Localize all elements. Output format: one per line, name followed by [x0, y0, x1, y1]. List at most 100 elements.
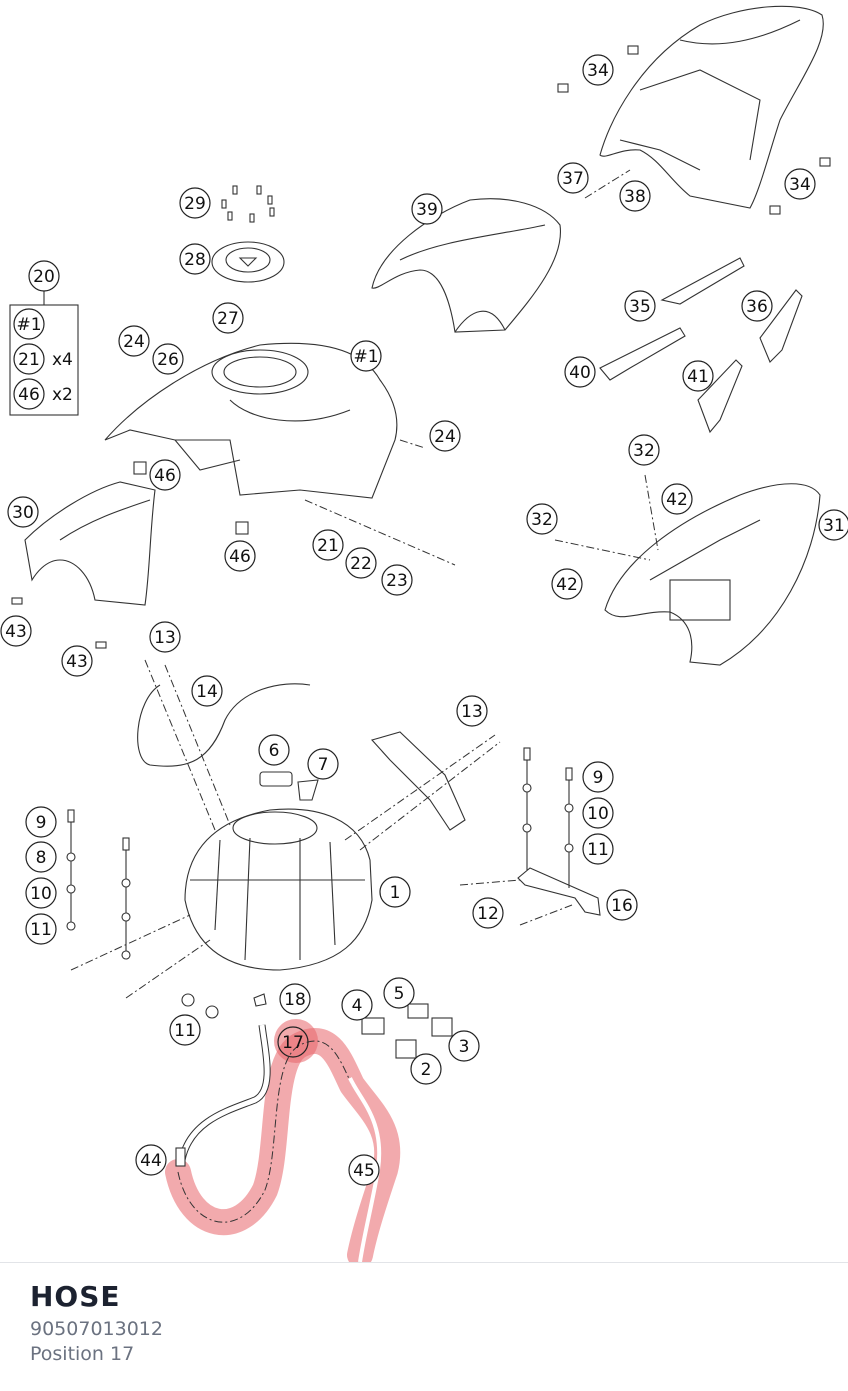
- callout-circle-26[interactable]: [152, 343, 184, 375]
- callout-circle-13[interactable]: [456, 695, 488, 727]
- callout-circle-41[interactable]: [682, 360, 714, 392]
- fuel-tank-part: [184, 808, 373, 971]
- bracket-16: [517, 867, 601, 916]
- callout-label-45: 45: [353, 1161, 375, 1181]
- callout-circle-36[interactable]: [741, 290, 773, 322]
- callout-label-5: 5: [394, 984, 405, 1004]
- callout-label-22: 22: [350, 554, 372, 574]
- callout-circle-28[interactable]: [179, 243, 211, 275]
- callout-circle-43[interactable]: [0, 615, 32, 647]
- callout-circle-7[interactable]: [307, 748, 339, 780]
- callout-label-7: 7: [318, 755, 329, 775]
- filler-cap-part: [211, 241, 285, 283]
- callout-circle-23[interactable]: [381, 564, 413, 596]
- callout-circle-32[interactable]: [628, 434, 660, 466]
- callout-circle-2[interactable]: [410, 1053, 442, 1085]
- callout-circle-34[interactable]: [582, 54, 614, 86]
- callout-circle-16[interactable]: [606, 889, 638, 921]
- callout-circle-27[interactable]: [212, 302, 244, 334]
- callout-label-6: 6: [269, 741, 280, 761]
- callout-circle-20[interactable]: [28, 260, 60, 292]
- callout-circle-10[interactable]: [25, 877, 57, 909]
- callout-label-40: 40: [569, 363, 591, 383]
- callout-label-9: 9: [593, 768, 604, 788]
- callout-circle-#1[interactable]: [350, 340, 382, 372]
- callout-label-32: 32: [633, 441, 655, 461]
- callout-circle-39[interactable]: [411, 193, 443, 225]
- callout-circle-34[interactable]: [784, 168, 816, 200]
- callout-label-3: 3: [459, 1037, 470, 1057]
- callout-circle-31[interactable]: [818, 509, 848, 541]
- callout-circle-11[interactable]: [25, 913, 57, 945]
- nut-34b: [557, 83, 569, 93]
- callout-circle-24[interactable]: [429, 420, 461, 452]
- callout-circle-38[interactable]: [619, 180, 651, 212]
- callout-circle-3[interactable]: [448, 1030, 480, 1062]
- callout-circle-24[interactable]: [118, 325, 150, 357]
- callout-circle-13[interactable]: [149, 621, 181, 653]
- callout-circle-21[interactable]: [312, 529, 344, 561]
- callout-label-29: 29: [184, 194, 206, 214]
- pad-6: [259, 771, 293, 787]
- callout-label-14: 14: [196, 682, 218, 702]
- callout-label-4: 4: [352, 996, 363, 1016]
- callout-label-12: 12: [477, 904, 499, 924]
- callout-circle-1[interactable]: [379, 876, 411, 908]
- callout-label-20: 20: [33, 267, 55, 287]
- callout-circle-8[interactable]: [25, 841, 57, 873]
- callout-label-13: 13: [461, 702, 483, 722]
- callout-label-43: 43: [5, 622, 27, 642]
- callout-circle-17[interactable]: [277, 1026, 309, 1058]
- callout-circle-14[interactable]: [191, 675, 223, 707]
- callout-label-11: 11: [174, 1021, 196, 1041]
- front-seat-part: [371, 198, 561, 333]
- callout-circle-37[interactable]: [557, 162, 589, 194]
- callout-circle-22[interactable]: [345, 547, 377, 579]
- callout-circle-46[interactable]: [224, 540, 256, 572]
- panel-35: [660, 257, 745, 305]
- callout-label-16: 16: [611, 896, 633, 916]
- callout-circle-42[interactable]: [661, 483, 693, 515]
- callout-circle-46[interactable]: [149, 459, 181, 491]
- callout-circle-44[interactable]: [135, 1144, 167, 1176]
- callout-circle-12[interactable]: [472, 897, 504, 929]
- hose-44-inner: [179, 1024, 270, 1161]
- callout-label-21: 21: [317, 536, 339, 556]
- callout-label-34: 34: [587, 61, 609, 81]
- callout-circle-5[interactable]: [383, 977, 415, 1009]
- callout-circle-43[interactable]: [61, 645, 93, 677]
- callout-label-13: 13: [154, 628, 176, 648]
- legend-callout-circle: [13, 343, 45, 375]
- panel-41: [697, 359, 743, 434]
- callout-circle-45[interactable]: [348, 1154, 380, 1186]
- callout-circle-32[interactable]: [526, 503, 558, 535]
- callout-circle-35[interactable]: [624, 290, 656, 322]
- callout-circle-10[interactable]: [582, 797, 614, 829]
- callout-circle-29[interactable]: [179, 187, 211, 219]
- callout-label-43: 43: [66, 652, 88, 672]
- callout-label-35: 35: [629, 297, 651, 317]
- rear-seat-part: [599, 5, 824, 209]
- callout-17-highlight: [274, 1019, 318, 1063]
- callout-circle-9[interactable]: [582, 761, 614, 793]
- callout-circle-11[interactable]: [582, 833, 614, 865]
- callout-circle-6[interactable]: [258, 734, 290, 766]
- panel-36: [759, 289, 803, 363]
- bolt-stack-left: [66, 809, 131, 960]
- clip-18: [253, 993, 267, 1007]
- callout-label-37: 37: [562, 169, 584, 189]
- legend-callout-circle: [13, 378, 45, 410]
- callout-circle-4[interactable]: [341, 989, 373, 1021]
- callout-circle-42[interactable]: [551, 568, 583, 600]
- clip-46b: [235, 521, 249, 535]
- callout-circle-9[interactable]: [25, 806, 57, 838]
- callout-circle-18[interactable]: [279, 983, 311, 1015]
- callout-label-31: 31: [823, 516, 845, 536]
- callout-circle-11[interactable]: [169, 1014, 201, 1046]
- callout-circle-30[interactable]: [7, 496, 39, 528]
- bracket-13: [371, 731, 466, 831]
- callout-label-32: 32: [531, 510, 553, 530]
- callout-circle-40[interactable]: [564, 356, 596, 388]
